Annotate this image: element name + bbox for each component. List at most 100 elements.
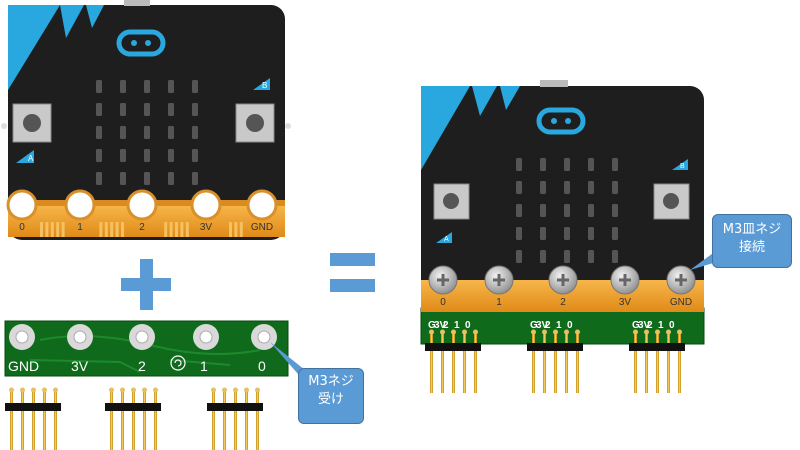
led	[516, 250, 522, 263]
header-pin	[32, 390, 35, 450]
microbit-logo	[116, 29, 166, 57]
header-label: G	[428, 320, 436, 331]
screw-1	[484, 265, 514, 295]
led	[540, 181, 546, 194]
label-1: 1	[200, 358, 208, 374]
led	[168, 103, 174, 116]
svg-text:2: 2	[139, 222, 145, 233]
led	[612, 250, 618, 263]
header-label: 3V	[434, 320, 447, 331]
header-label: 2	[545, 320, 551, 331]
blue-accent	[60, 5, 84, 38]
header-pin	[10, 390, 13, 450]
button-b[interactable]	[235, 103, 275, 143]
header-label: 3V	[536, 320, 549, 331]
header-pin	[121, 390, 124, 450]
spiral-logo	[170, 355, 186, 371]
led	[168, 172, 174, 185]
header-pin	[430, 331, 433, 393]
header-pin	[645, 331, 648, 393]
header-label: 1	[34, 378, 40, 389]
header-label: 3V	[638, 320, 651, 331]
led	[540, 158, 546, 171]
callout-countersunk-screw: M3皿ネジ 接続	[712, 214, 792, 268]
pad-2: 2	[126, 189, 158, 233]
header-pin	[21, 390, 24, 450]
led	[540, 250, 546, 263]
header-pin	[110, 390, 113, 450]
header-label: G	[530, 320, 538, 331]
header-label: 1	[454, 320, 460, 331]
button-b[interactable]	[653, 183, 690, 220]
led	[588, 227, 594, 240]
label-3v: 3V	[71, 358, 89, 374]
led	[564, 204, 570, 217]
header-pin	[576, 331, 579, 393]
header-pin	[634, 331, 637, 393]
header-label: 1	[236, 378, 242, 389]
led	[612, 158, 618, 171]
header-label: 3V	[216, 378, 229, 389]
led	[168, 149, 174, 162]
header-pin	[234, 390, 237, 450]
screw-gnd	[666, 265, 696, 295]
header-pin	[154, 390, 157, 450]
header-label: 3V	[114, 378, 127, 389]
led	[120, 149, 126, 162]
header-label: 2	[23, 378, 29, 389]
label-gnd: GND	[8, 358, 39, 374]
led	[192, 172, 198, 185]
pad-1: 1	[64, 189, 96, 233]
svg-text:1: 1	[496, 297, 502, 308]
led	[192, 149, 198, 162]
svg-text:GND: GND	[670, 297, 692, 308]
screw-3v	[610, 265, 640, 295]
led	[144, 172, 150, 185]
led	[168, 80, 174, 93]
led	[120, 103, 126, 116]
led	[564, 227, 570, 240]
svg-text:A: A	[444, 236, 449, 243]
header-label: 0	[567, 320, 573, 331]
header-label: 2	[647, 320, 653, 331]
button-a[interactable]	[12, 103, 52, 143]
led	[564, 158, 570, 171]
blue-accent	[86, 5, 104, 28]
svg-text:3V: 3V	[619, 297, 632, 308]
led	[168, 126, 174, 139]
header-label: 2	[443, 320, 449, 331]
header-pin	[463, 331, 466, 393]
header-pin	[43, 390, 46, 450]
header-pin	[143, 390, 146, 450]
led	[516, 227, 522, 240]
hole-3v	[67, 324, 93, 350]
mount-holes	[9, 324, 277, 350]
header-label: G	[108, 378, 116, 389]
led	[120, 126, 126, 139]
led	[120, 80, 126, 93]
svg-text:B: B	[680, 163, 685, 170]
header-label: 0	[669, 320, 675, 331]
callout-pointer	[270, 342, 305, 382]
hole-2	[129, 324, 155, 350]
header-pin	[656, 331, 659, 393]
button-a[interactable]	[433, 183, 470, 220]
equals-sign	[330, 253, 375, 292]
header-label: 0	[145, 378, 151, 389]
header-pin	[452, 331, 455, 393]
screw-2	[548, 265, 578, 295]
hole-0	[251, 324, 277, 350]
led	[540, 227, 546, 240]
header-block	[207, 403, 263, 411]
header-label: G	[632, 320, 640, 331]
header-pin	[532, 331, 535, 393]
led-matrix	[96, 80, 198, 185]
header-pin	[474, 331, 477, 393]
plus-sign	[121, 259, 171, 310]
header-block	[629, 343, 685, 351]
header-label: 1	[556, 320, 562, 331]
led	[612, 227, 618, 240]
callout-screw-receiver: M3ネジ 受け	[298, 368, 364, 424]
